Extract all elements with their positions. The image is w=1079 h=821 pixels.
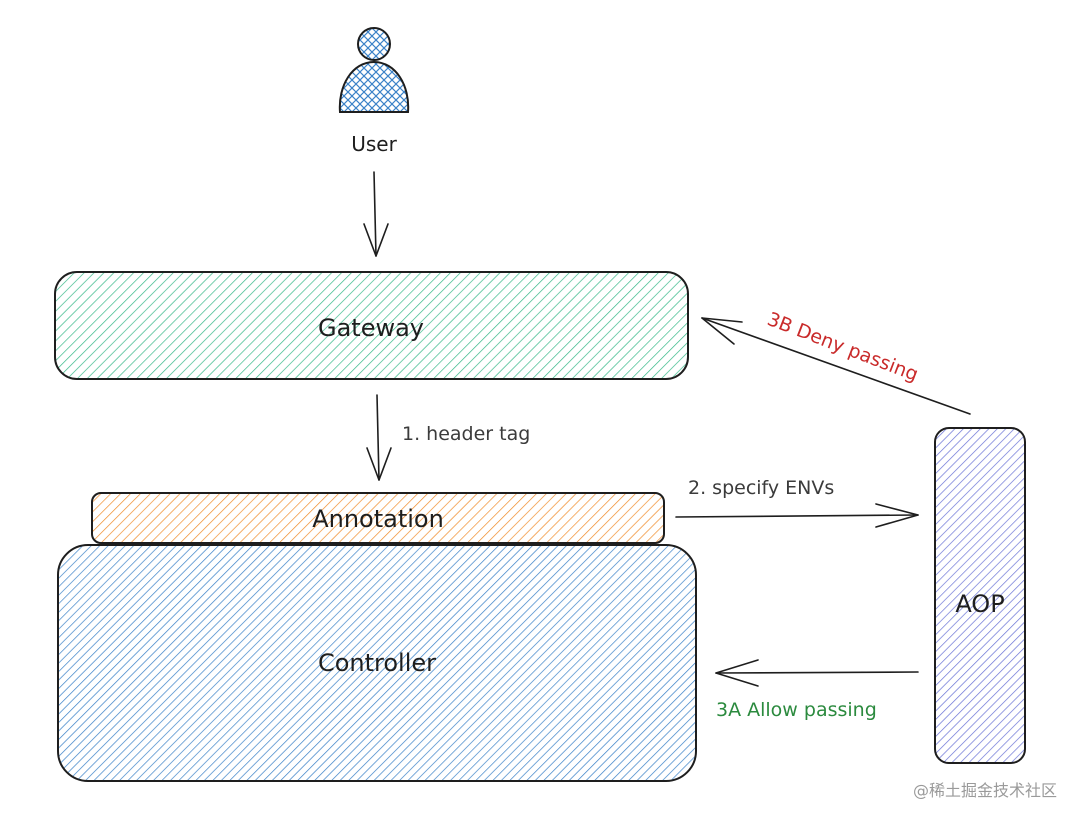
aop-label: AOP <box>955 590 1004 618</box>
edge-label-specify-envs: 2. specify ENVs <box>688 477 834 499</box>
arrow-gateway-to-annotation <box>366 394 392 481</box>
arrow-aop-to-gateway <box>701 317 971 415</box>
edge-label-header-tag: 1. header tag <box>402 423 530 445</box>
arrow-annotation-to-aop <box>675 503 919 528</box>
controller-node: Controller <box>57 544 697 782</box>
annotation-node: Annotation <box>91 492 665 544</box>
annotation-label: Annotation <box>312 505 444 533</box>
user-node: User <box>338 27 410 156</box>
user-head-icon <box>357 27 391 61</box>
user-body-icon <box>338 60 410 113</box>
gateway-node: Gateway <box>54 271 689 380</box>
arrow-user-to-gateway <box>363 171 389 257</box>
edge-label-deny-passing: 3B Deny passing <box>764 308 921 386</box>
user-label: User <box>351 132 397 156</box>
watermark-text: @稀土掘金技术社区 <box>912 781 1057 800</box>
aop-node: AOP <box>934 427 1026 764</box>
gateway-label: Gateway <box>318 314 424 342</box>
controller-label: Controller <box>318 649 436 677</box>
arrow-aop-to-controller <box>715 659 919 687</box>
edge-label-allow-passing: 3A Allow passing <box>716 699 877 721</box>
